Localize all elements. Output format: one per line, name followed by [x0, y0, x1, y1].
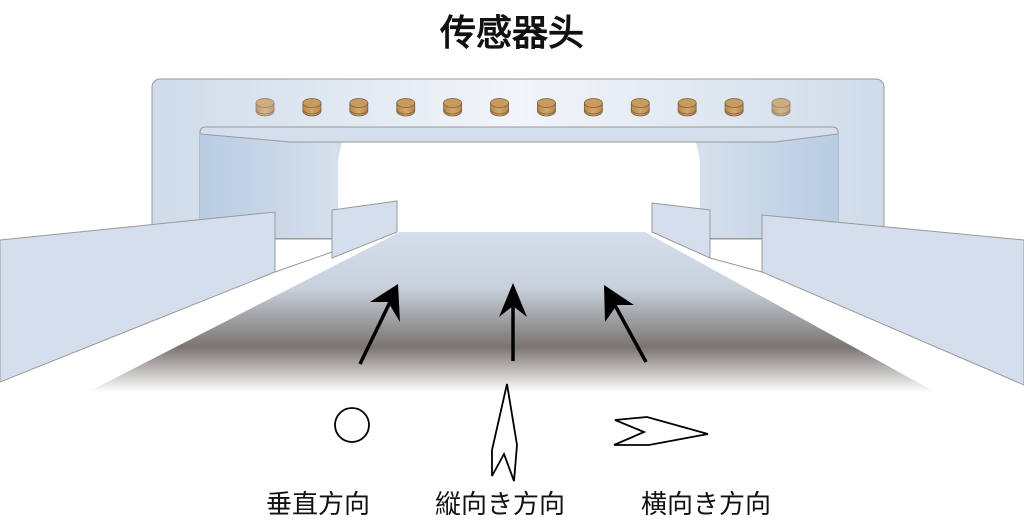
- sensor-icon: [677, 98, 697, 117]
- left-inner-wall: [200, 134, 338, 238]
- lateral-symbol-arrowhead: [613, 416, 709, 446]
- label-lateral-direction: 横向き方向: [640, 490, 772, 520]
- sensor-icon: [255, 98, 275, 117]
- sensor-icon: [630, 98, 650, 117]
- sensor-icon: [771, 98, 791, 117]
- sensor-icon: [443, 98, 463, 117]
- right-rail: [761, 214, 1024, 386]
- lateral-direction-arrow: [604, 285, 648, 363]
- frame-inner-void: [338, 142, 700, 240]
- sensor-icon: [583, 98, 603, 117]
- vertical-direction-arrow: [358, 284, 400, 365]
- sensor-icon: [490, 98, 509, 117]
- vertical-symbol-circle: [334, 407, 370, 443]
- label-vertical-direction: 垂直方向: [265, 490, 371, 520]
- longitudinal-direction-arrow: [499, 283, 527, 361]
- sensor-icon: [537, 98, 556, 117]
- sensor-icon: [396, 98, 416, 117]
- longitudinal-symbol-arrowhead: [491, 383, 518, 482]
- sensor-array: [255, 98, 791, 117]
- sensor-icon: [349, 98, 369, 117]
- right-inner-wall: [700, 134, 838, 238]
- left-guide-flap: [331, 200, 398, 259]
- diagram-title: 传感器头: [439, 13, 584, 54]
- sensor-icon: [302, 98, 322, 117]
- sensor-icon: [724, 98, 744, 117]
- label-longitudinal-direction: 縦向き方向: [434, 490, 566, 520]
